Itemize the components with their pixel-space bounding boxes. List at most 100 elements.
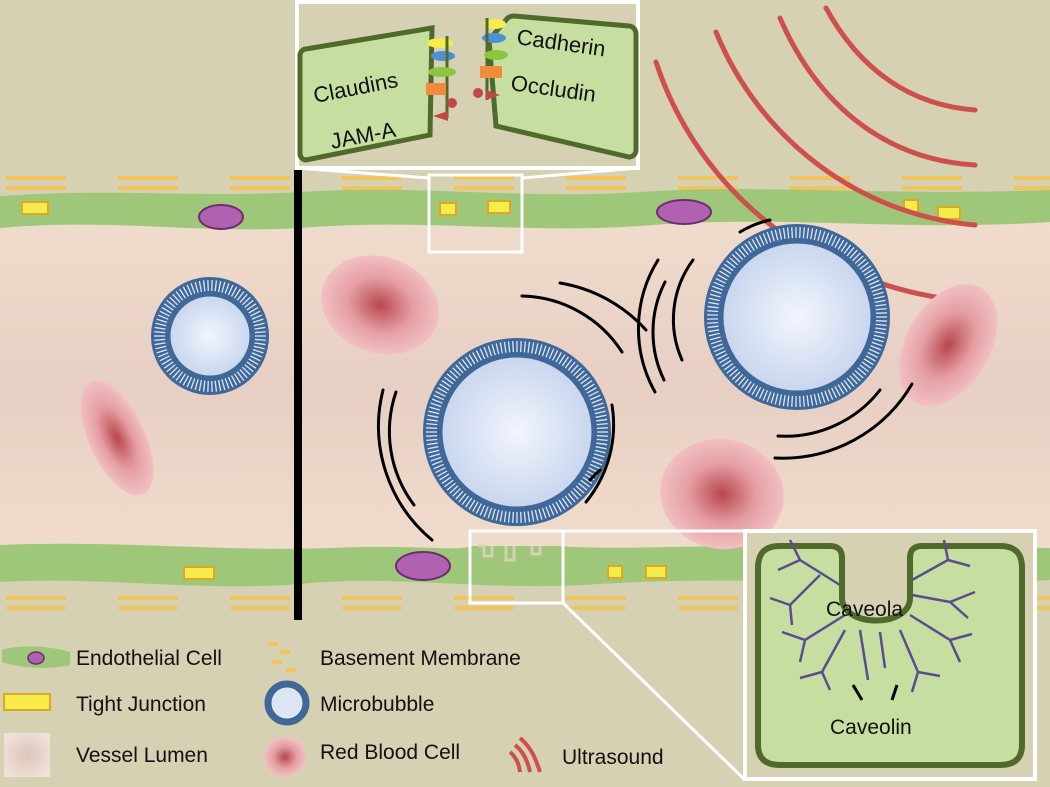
legend-label-ultrasound: Ultrasound (562, 746, 664, 769)
legend-red-blood-cell: Red Blood Cell (264, 737, 460, 777)
caveolin-branch (949, 601, 969, 619)
microbubble (423, 338, 611, 526)
caveolin-branch (948, 639, 962, 663)
caveolin-branch (909, 613, 951, 642)
cell-left (297, 25, 435, 163)
membrane-dash (230, 596, 290, 600)
membrane-dash (454, 606, 514, 610)
legend-label-endothelial-cell: Endothelial Cell (76, 647, 222, 670)
membrane-dash (454, 176, 514, 180)
membrane-dash (790, 186, 850, 190)
membrane-dash (342, 606, 402, 610)
membrane-dash (342, 176, 402, 180)
caveolin-branch (947, 558, 971, 568)
caveolin-branch (804, 613, 846, 642)
caveolin-branch (781, 630, 806, 642)
red-blood-cell (80, 380, 154, 496)
membrane-dash (118, 186, 178, 190)
microbubbles (151, 224, 890, 526)
inset-source-box (427, 173, 524, 254)
legend-microbubble: Microbubble (264, 680, 434, 726)
caveolin-branch (788, 539, 802, 561)
membrane-dash (566, 596, 626, 600)
legend-label-red-blood-cell: Red Blood Cell (320, 741, 460, 764)
membrane-dash (6, 606, 66, 610)
legend-basement-membrane: Basement Membrane (268, 642, 521, 672)
caveolin-branch (788, 604, 794, 626)
membrane-dash (342, 186, 402, 190)
endothelial-nucleus (198, 204, 244, 230)
caveolin-branch (911, 558, 949, 582)
caveolin-branch (917, 670, 941, 678)
membrane-dash (1014, 186, 1050, 190)
membrane-dash (678, 606, 738, 610)
membrane-dash (6, 186, 66, 190)
caveolin-network (769, 539, 976, 693)
membrane-dash (566, 606, 626, 610)
legend-label-basement-membrane: Basement Membrane (320, 647, 521, 670)
endothelium-top (0, 189, 1050, 230)
caveolin-branch (799, 558, 841, 587)
caveolin-branch (769, 596, 791, 607)
membrane-dash (678, 596, 738, 600)
caveolin-branch (798, 639, 807, 663)
caveolin-branch (789, 574, 821, 606)
membrane-dash (230, 176, 290, 180)
divider-line (294, 170, 302, 620)
ultrasound-waves (653, 5, 978, 305)
caveolin-branch (949, 590, 976, 604)
membrane-dash (790, 176, 850, 180)
tight-junctions (21, 199, 961, 580)
membrane-dash (118, 596, 178, 600)
caveolin-branch (949, 632, 973, 642)
legend-label-tight-junction: Tight Junction (76, 693, 206, 716)
caveolin-branch (820, 671, 832, 691)
membrane-dash (6, 176, 66, 180)
legend-tight-junction: Tight Junction (3, 693, 206, 716)
membrane-dash (902, 176, 962, 180)
membrane-dash (1014, 176, 1050, 180)
legend-endothelial-cell: Endothelial Cell (2, 646, 222, 670)
junction-proteins (426, 18, 508, 121)
red-blood-cell (660, 438, 784, 550)
caveolin-branch (910, 671, 920, 693)
membrane-dash (902, 186, 962, 190)
caveolin-branch (942, 539, 950, 561)
caveolin-branch (820, 629, 847, 673)
membrane-dash (566, 186, 626, 190)
red-blood-cells (80, 255, 998, 550)
tight-junction-inset: Claudins JAM-A Cadherin Occludin (295, 0, 640, 254)
membrane-dash (6, 596, 66, 600)
membrane-dash (230, 186, 290, 190)
membrane-dash (678, 186, 738, 190)
vibration-arcs (377, 218, 914, 542)
membrane-dash (118, 606, 178, 610)
caveolin-branch (799, 670, 823, 680)
cell-right (486, 13, 639, 160)
membrane-dash (230, 606, 290, 610)
membrane-dash (678, 176, 738, 180)
caveola-inset: Caveola Caveolin (468, 529, 1037, 782)
membrane-dash (566, 176, 626, 180)
red-blood-cell (898, 284, 998, 406)
membrane-dash (454, 186, 514, 190)
label-caveolin: Caveolin (830, 716, 912, 739)
microbubble (151, 277, 269, 395)
legend-label-microbubble: Microbubble (320, 693, 434, 716)
legend-ultrasound: Ultrasound (508, 736, 664, 773)
membrane-dash (342, 596, 402, 600)
membrane-dash (118, 176, 178, 180)
endothelial-nucleus (656, 199, 712, 225)
legend-label-vessel-lumen: Vessel Lumen (76, 744, 208, 767)
legend-vessel-lumen: Vessel Lumen (4, 733, 208, 777)
caveolin-branch (878, 631, 887, 669)
caveolin-branch (898, 629, 920, 673)
label-caveola: Caveola (826, 598, 903, 621)
caveolin-branch (858, 629, 870, 681)
caveola-notches (478, 544, 542, 562)
caveolin-branch (911, 593, 951, 604)
caveolin-branch (777, 558, 801, 572)
membrane-dash (454, 596, 514, 600)
red-blood-cell (321, 255, 439, 355)
